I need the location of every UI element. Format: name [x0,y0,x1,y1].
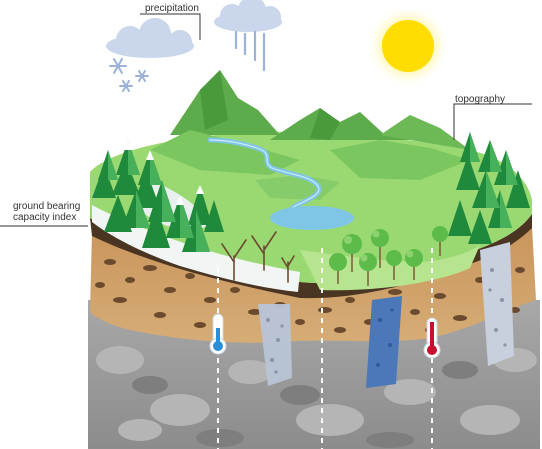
rain-cloud-icon [214,0,282,32]
mountains [150,70,470,200]
deciduous-trees [329,226,448,286]
thermometer-hot-icon [423,317,441,359]
ground-bearing-label-line1: ground bearing [13,201,81,212]
conifer-forest-right [448,132,530,244]
precipitation-label: precipitation [145,3,199,14]
topography-label: topography [455,94,506,105]
sun-icon [366,4,450,88]
snowflake-icon [109,58,149,92]
bare-trees [221,231,295,283]
river [207,137,354,230]
conifer-forest-left [92,140,224,252]
cloud-icon [106,18,194,58]
lake [270,206,354,230]
groundwater-columns [258,242,514,388]
ground-bearing-label-line2: capacity index [13,212,77,223]
thermometer-cold-icon [209,313,227,355]
ground-bearing-capacity-label: ground bearing capacity index [13,201,80,223]
label-leaders [0,13,532,227]
rain-drops [234,30,266,72]
